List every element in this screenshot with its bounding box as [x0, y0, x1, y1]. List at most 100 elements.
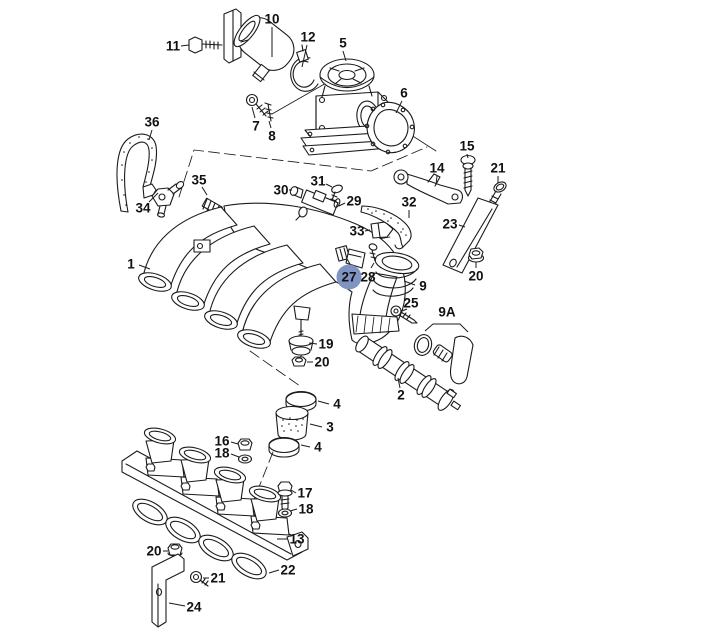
callout-label: 15	[459, 139, 475, 154]
callout-label: 4	[314, 440, 322, 455]
leader-line	[290, 489, 297, 494]
part-8-screw	[264, 102, 274, 122]
callout-21[interactable]: 21	[203, 571, 226, 586]
callout-label: 20	[468, 269, 483, 284]
callout-34[interactable]: 34	[135, 192, 159, 216]
part-33-clip	[370, 221, 394, 239]
part-3-filter	[275, 405, 309, 441]
leader-line	[395, 100, 403, 114]
part-19-rubber-mount	[288, 328, 314, 359]
part-24-bracket	[151, 553, 185, 628]
callout-3[interactable]: 3	[309, 420, 334, 435]
callout-7[interactable]: 7	[251, 106, 260, 134]
callout-5[interactable]: 5	[339, 36, 347, 62]
leader-line	[364, 229, 371, 232]
part-9-support-elbow	[351, 251, 420, 335]
callout-22[interactable]: 22	[268, 563, 296, 578]
callout-layer: 12344567899A1011121314151617181819202020…	[127, 12, 506, 615]
callout-27[interactable]: 27	[336, 258, 362, 290]
callout-4[interactable]: 4	[300, 440, 322, 455]
callout-25[interactable]: 25	[401, 296, 419, 312]
callout-11[interactable]: 11	[166, 39, 190, 54]
callout-2[interactable]: 2	[397, 377, 405, 403]
leader-line	[289, 508, 298, 512]
callout-label: 36	[144, 115, 160, 130]
leader-line	[325, 183, 333, 188]
callout-label: 21	[490, 161, 506, 176]
leader-line	[268, 569, 280, 574]
part-12-clamp	[290, 44, 319, 92]
callout-35[interactable]: 35	[191, 173, 208, 196]
callout-10[interactable]: 10	[264, 12, 280, 58]
part-10-air-duct-elbow	[223, 8, 295, 83]
callout-20[interactable]: 20	[307, 355, 330, 370]
callout-14[interactable]: 14	[429, 161, 445, 186]
leader-line	[424, 323, 469, 333]
callout-20[interactable]: 20	[146, 544, 168, 559]
callout-label: 18	[214, 446, 230, 461]
callout-4[interactable]: 4	[317, 397, 341, 412]
callout-24[interactable]: 24	[168, 600, 202, 615]
callout-23[interactable]: 23	[442, 217, 466, 232]
leader-line	[401, 308, 408, 312]
callout-21[interactable]: 21	[490, 161, 506, 184]
part-2-connecting-pipe	[355, 335, 461, 411]
leader-line	[466, 153, 469, 159]
leader-line	[397, 377, 401, 389]
callout-20[interactable]: 20	[468, 262, 484, 284]
part-27-sensor	[335, 245, 366, 269]
callout-30[interactable]: 30	[273, 183, 292, 198]
callout-8[interactable]: 8	[268, 120, 276, 144]
leader-line	[230, 453, 240, 458]
part-30-plug	[289, 186, 304, 199]
part-25-bolt	[390, 305, 418, 324]
callout-label: 9A	[438, 305, 456, 320]
callout-label: 27	[341, 270, 356, 285]
leader-line	[346, 258, 351, 265]
callout-17[interactable]: 17	[290, 486, 313, 501]
callout-label: 9	[419, 279, 427, 294]
callout-label: 24	[186, 600, 202, 615]
callout-15[interactable]: 15	[459, 139, 475, 159]
part-21-screw-top	[488, 181, 507, 207]
callout-18[interactable]: 18	[289, 502, 314, 517]
leader-line	[201, 186, 208, 196]
callout-label: 34	[135, 201, 151, 216]
callout-18[interactable]: 18	[214, 446, 240, 461]
callout-36[interactable]: 36	[144, 115, 160, 141]
callout-label: 2	[397, 388, 405, 403]
part-20-nut-top	[467, 247, 485, 263]
callout-label: 23	[442, 217, 458, 232]
callout-label: 21	[210, 571, 226, 586]
leader-line	[458, 224, 466, 228]
callout-29[interactable]: 29	[338, 194, 362, 209]
callout-label: 31	[310, 174, 326, 189]
callout-label: 5	[339, 36, 347, 51]
callout-13[interactable]: 13	[277, 532, 305, 547]
callout-9a[interactable]: 9A	[424, 305, 469, 333]
callout-33[interactable]: 33	[349, 224, 371, 239]
callout-label: 13	[289, 532, 305, 547]
callout-32[interactable]: 32	[401, 195, 417, 219]
callout-label: 8	[268, 129, 276, 144]
callout-label: 22	[280, 563, 295, 578]
callout-label: 20	[314, 355, 329, 370]
callout-12[interactable]: 12	[300, 30, 316, 68]
callout-28[interactable]: 28	[360, 262, 376, 285]
callout-9[interactable]: 9	[403, 279, 427, 294]
part-6-gasket	[364, 101, 415, 155]
leader-line	[148, 129, 153, 141]
callout-16[interactable]: 16	[214, 434, 239, 449]
callout-6[interactable]: 6	[395, 86, 408, 114]
callout-label: 32	[401, 195, 416, 210]
callout-1[interactable]: 1	[127, 257, 151, 272]
part-14-bracket-arm	[393, 169, 463, 205]
leader-line	[230, 441, 239, 445]
callout-31[interactable]: 31	[310, 174, 333, 189]
callout-label: 7	[252, 119, 260, 134]
part-18-washer-upper	[237, 454, 253, 464]
callout-label: 19	[318, 337, 333, 352]
callout-19[interactable]: 19	[308, 337, 334, 352]
leader-line	[301, 44, 308, 68]
